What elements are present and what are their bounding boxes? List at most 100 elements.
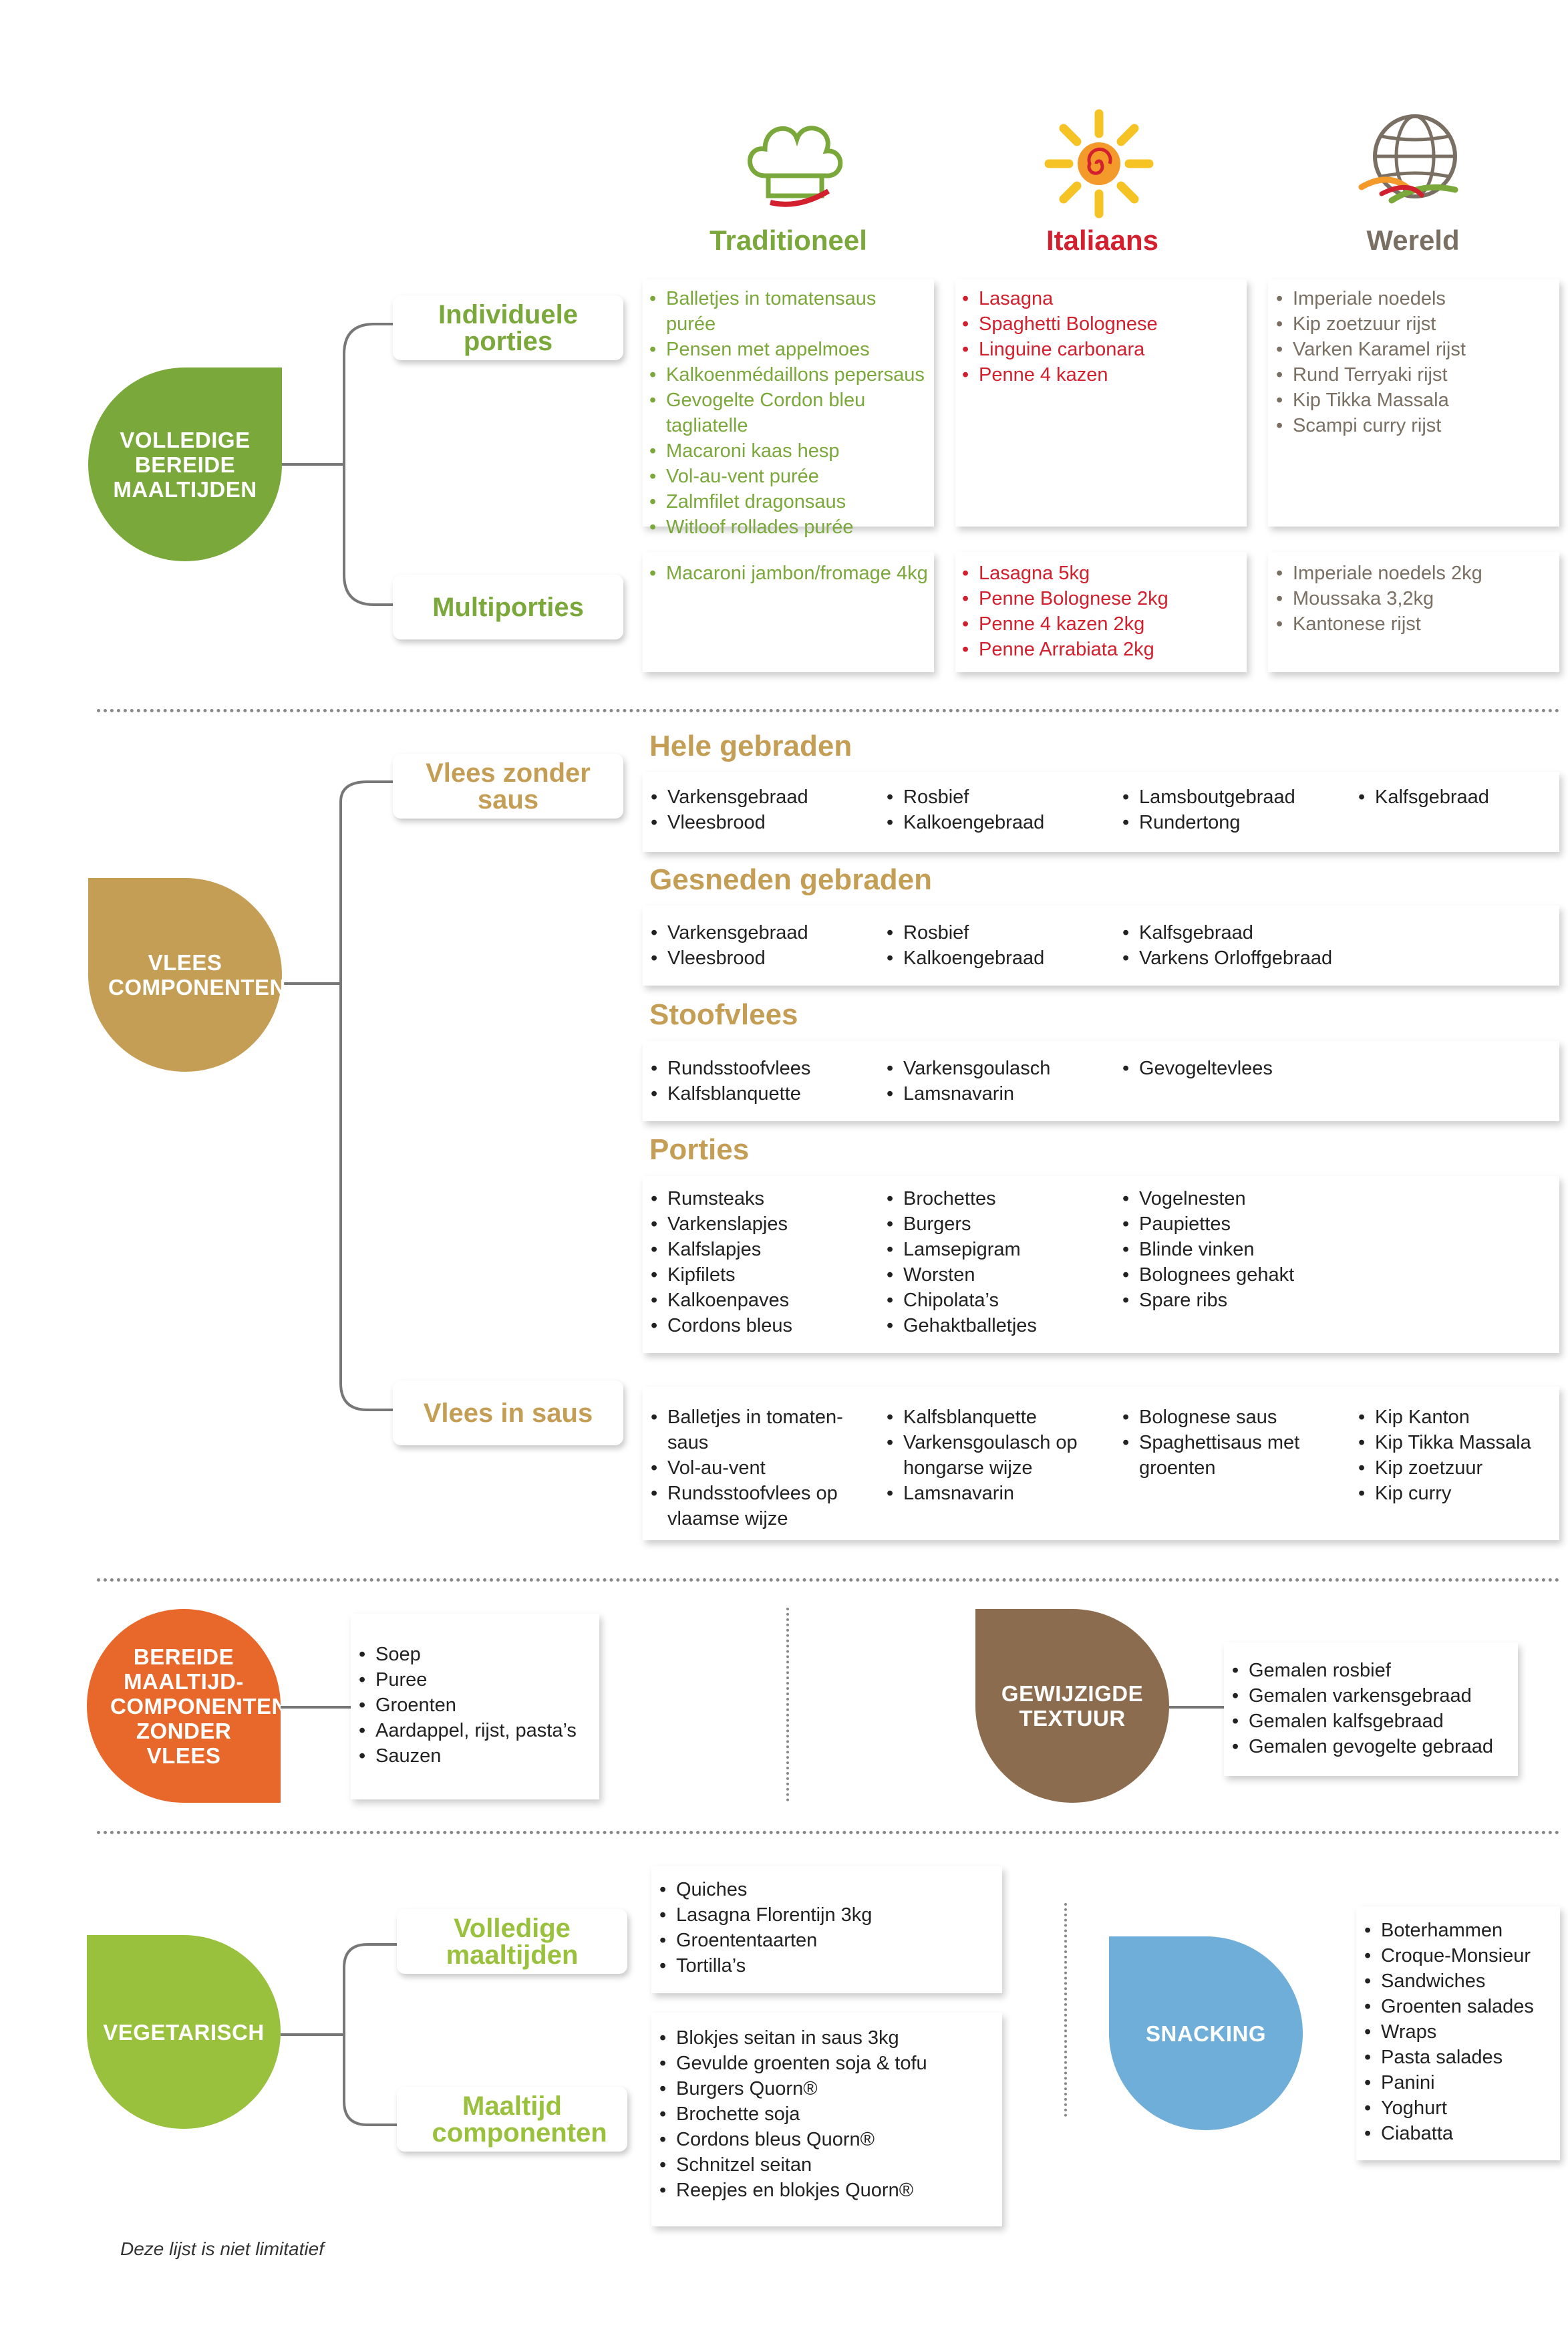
list-item: Varkensgoulasch op hongarse wijze xyxy=(885,1430,1086,1481)
list-item: Kalkoenmédaillons pepersaus xyxy=(648,362,929,388)
list-item: Penne Arrabiata 2kg xyxy=(961,637,1241,662)
vlees-label: VLEES COMPONENTEN xyxy=(108,950,286,1000)
list-item: Rosbief xyxy=(885,784,1112,810)
list-column: Kip KantonKip Tikka MassalaKip zoetzuurK… xyxy=(1357,1405,1557,1506)
list-column: RosbiefKalkoengebraad xyxy=(885,920,1112,971)
list-item: Brochette soja xyxy=(658,2101,999,2127)
list-column: VarkensgebraadVleesbrood xyxy=(649,784,877,835)
list-item: Kip Tikka Massala xyxy=(1357,1430,1557,1455)
individuele-italiaans-list: LasagnaSpaghetti BologneseLinguine carbo… xyxy=(961,286,1241,388)
list-item: Cordons bleus Quorn® xyxy=(658,2127,999,2152)
list-item: Penne Bolognese 2kg xyxy=(961,586,1241,611)
list-item: Kip zoetzuur xyxy=(1357,1455,1557,1481)
individuele-traditioneel-list: Balletjes in tomatensaus puréePensen met… xyxy=(648,286,929,540)
list-item: Kalfsgebraad xyxy=(1121,920,1348,945)
list-item: Rumsteaks xyxy=(649,1186,877,1211)
list-item: Blinde vinken xyxy=(1121,1237,1348,1262)
zonder-vlees-label: BEREIDE MAALTIJD-COMPONENTEN ZONDER VLEE… xyxy=(110,1644,288,1768)
list-item: Varkensgoulasch xyxy=(885,1056,1112,1081)
individuele-porties-pill: Individuele porties xyxy=(393,295,623,360)
individuele-wereld-list: Imperiale noedelsKip zoetzuur rijstVarke… xyxy=(1275,286,1555,438)
list-item: Rundertong xyxy=(1121,810,1348,835)
column-italiaans: Italiaans xyxy=(1046,225,1159,256)
column-wereld: Wereld xyxy=(1366,225,1460,256)
vlees-in-saus-label: Vlees in saus xyxy=(423,1398,593,1428)
list-item: Burgers Quorn® xyxy=(658,2076,999,2101)
list-item: Tortilla’s xyxy=(658,1953,999,1979)
list-item: Groenten xyxy=(357,1693,598,1718)
gesneden-gebraden-title: Gesneden gebraden xyxy=(649,863,933,896)
vlees-zonder-saus-label: Vlees zonder saus xyxy=(426,758,591,815)
list-item: Kipfilets xyxy=(649,1262,877,1288)
list-item: Rund Terryaki rijst xyxy=(1275,362,1555,388)
list-item: Kip Tikka Massala xyxy=(1275,388,1555,413)
list-item: Puree xyxy=(357,1667,598,1693)
list-item: Gevogelte Cordon bleu tagliatelle xyxy=(648,388,929,438)
vegetarisch-componenten-label: Maaltijd componenten xyxy=(432,2091,607,2148)
list-column: Bolognese sausSpaghettisaus met groenten xyxy=(1121,1405,1321,1481)
chef-hat-icon xyxy=(738,112,852,212)
textuur-line xyxy=(1169,1706,1225,1709)
list-item: Groenten salades xyxy=(1363,1994,1560,2019)
list-item: Croque-Monsieur xyxy=(1363,1943,1560,1968)
list-column: Kalfsgebraad xyxy=(1357,784,1568,810)
list-item: Kalfsblanquette xyxy=(649,1081,877,1107)
textuur-list: Gemalen rosbiefGemalen varkensgebraadGem… xyxy=(1231,1658,1515,1759)
list-item: Bolognese saus xyxy=(1121,1405,1321,1430)
list-item: Chipolata’s xyxy=(885,1288,1112,1313)
globe-icon xyxy=(1355,108,1468,215)
list-item: Burgers xyxy=(885,1211,1112,1237)
column-traditioneel: Traditioneel xyxy=(710,225,867,256)
list-item: Boterhammen xyxy=(1363,1918,1560,1943)
list-item: Kip curry xyxy=(1357,1481,1557,1506)
vegetarisch-componenten-pill: Maaltijd componenten xyxy=(397,2087,627,2152)
list-item: Sandwiches xyxy=(1363,1968,1560,1994)
list-item: Rundsstoofvlees op vlaamse wijze xyxy=(649,1481,850,1531)
list-item: Kip zoetzuur rijst xyxy=(1275,311,1555,337)
list-item: Kalkoengebraad xyxy=(885,945,1112,971)
list-item: Pasta salades xyxy=(1363,2045,1560,2070)
list-item: Balletjes in tomaten-saus xyxy=(649,1405,850,1455)
divider-vertical-2 xyxy=(1064,1903,1067,2117)
list-column: LamsboutgebraadRundertong xyxy=(1121,784,1348,835)
snacking-drop: SNACKING xyxy=(1109,1936,1303,2130)
list-item: Pensen met appelmoes xyxy=(648,337,929,362)
list-item: Lamsepigram xyxy=(885,1237,1112,1262)
list-item: Imperiale noedels 2kg xyxy=(1275,561,1555,586)
list-item: Wraps xyxy=(1363,2019,1560,2045)
volledige-label: VOLLEDIGE BEREIDE MAALTIJDEN xyxy=(113,427,257,502)
vegetarisch-volledige-label: Volledige maaltijden xyxy=(446,1913,579,1970)
hele-gebraden-title: Hele gebraden xyxy=(649,730,852,762)
vegetarisch-drop: VEGETARISCH xyxy=(87,1935,281,2129)
snacking-label: SNACKING xyxy=(1145,2021,1266,2046)
vlees-drop: VLEES COMPONENTEN xyxy=(88,878,286,1072)
list-item: Schnitzel seitan xyxy=(658,2152,999,2178)
list-item: Scampi curry rijst xyxy=(1275,413,1555,438)
list-item: Ciabatta xyxy=(1363,2121,1560,2146)
list-item: Kalkoengebraad xyxy=(885,810,1112,835)
divider-3 xyxy=(97,1831,1560,1834)
porties-title: Porties xyxy=(649,1133,750,1166)
list-item: Yoghurt xyxy=(1363,2095,1560,2121)
multiporties-pill: Multiporties xyxy=(393,575,623,639)
divider-2 xyxy=(97,1578,1560,1582)
list-item: Macaroni jambon/fromage 4kg xyxy=(648,561,929,586)
multi-wereld-list: Imperiale noedels 2kgMoussaka 3,2kgKanto… xyxy=(1275,561,1555,637)
list-column: BrochettesBurgersLamsepigramWorstenChipo… xyxy=(885,1186,1112,1338)
list-item: Blokjes seitan in saus 3kg xyxy=(658,2025,999,2051)
list-item: Worsten xyxy=(885,1262,1112,1288)
list-item: Soep xyxy=(357,1642,598,1667)
vegetarisch-label: VEGETARISCH xyxy=(103,2019,265,2045)
list-item: Lasagna xyxy=(961,286,1241,311)
vegetarisch-volledige-pill: Volledige maaltijden xyxy=(397,1909,627,1974)
list-item: Brochettes xyxy=(885,1186,1112,1211)
multiporties-label: Multiporties xyxy=(432,592,584,622)
list-item: Panini xyxy=(1363,2070,1560,2095)
list-item: Kantonese rijst xyxy=(1275,611,1555,637)
multi-italiaans-list: Lasagna 5kgPenne Bolognese 2kgPenne 4 ka… xyxy=(961,561,1241,662)
vlees-zonder-saus-pill: Vlees zonder saus xyxy=(393,754,623,819)
list-item: Zalmfilet dragonsaus xyxy=(648,489,929,515)
textuur-label: GEWIJZIGDE TEXTUUR xyxy=(1001,1681,1144,1731)
list-item: Lamsnavarin xyxy=(885,1081,1112,1107)
list-column: RumsteaksVarkenslapjesKalfslapjesKipfile… xyxy=(649,1186,877,1338)
